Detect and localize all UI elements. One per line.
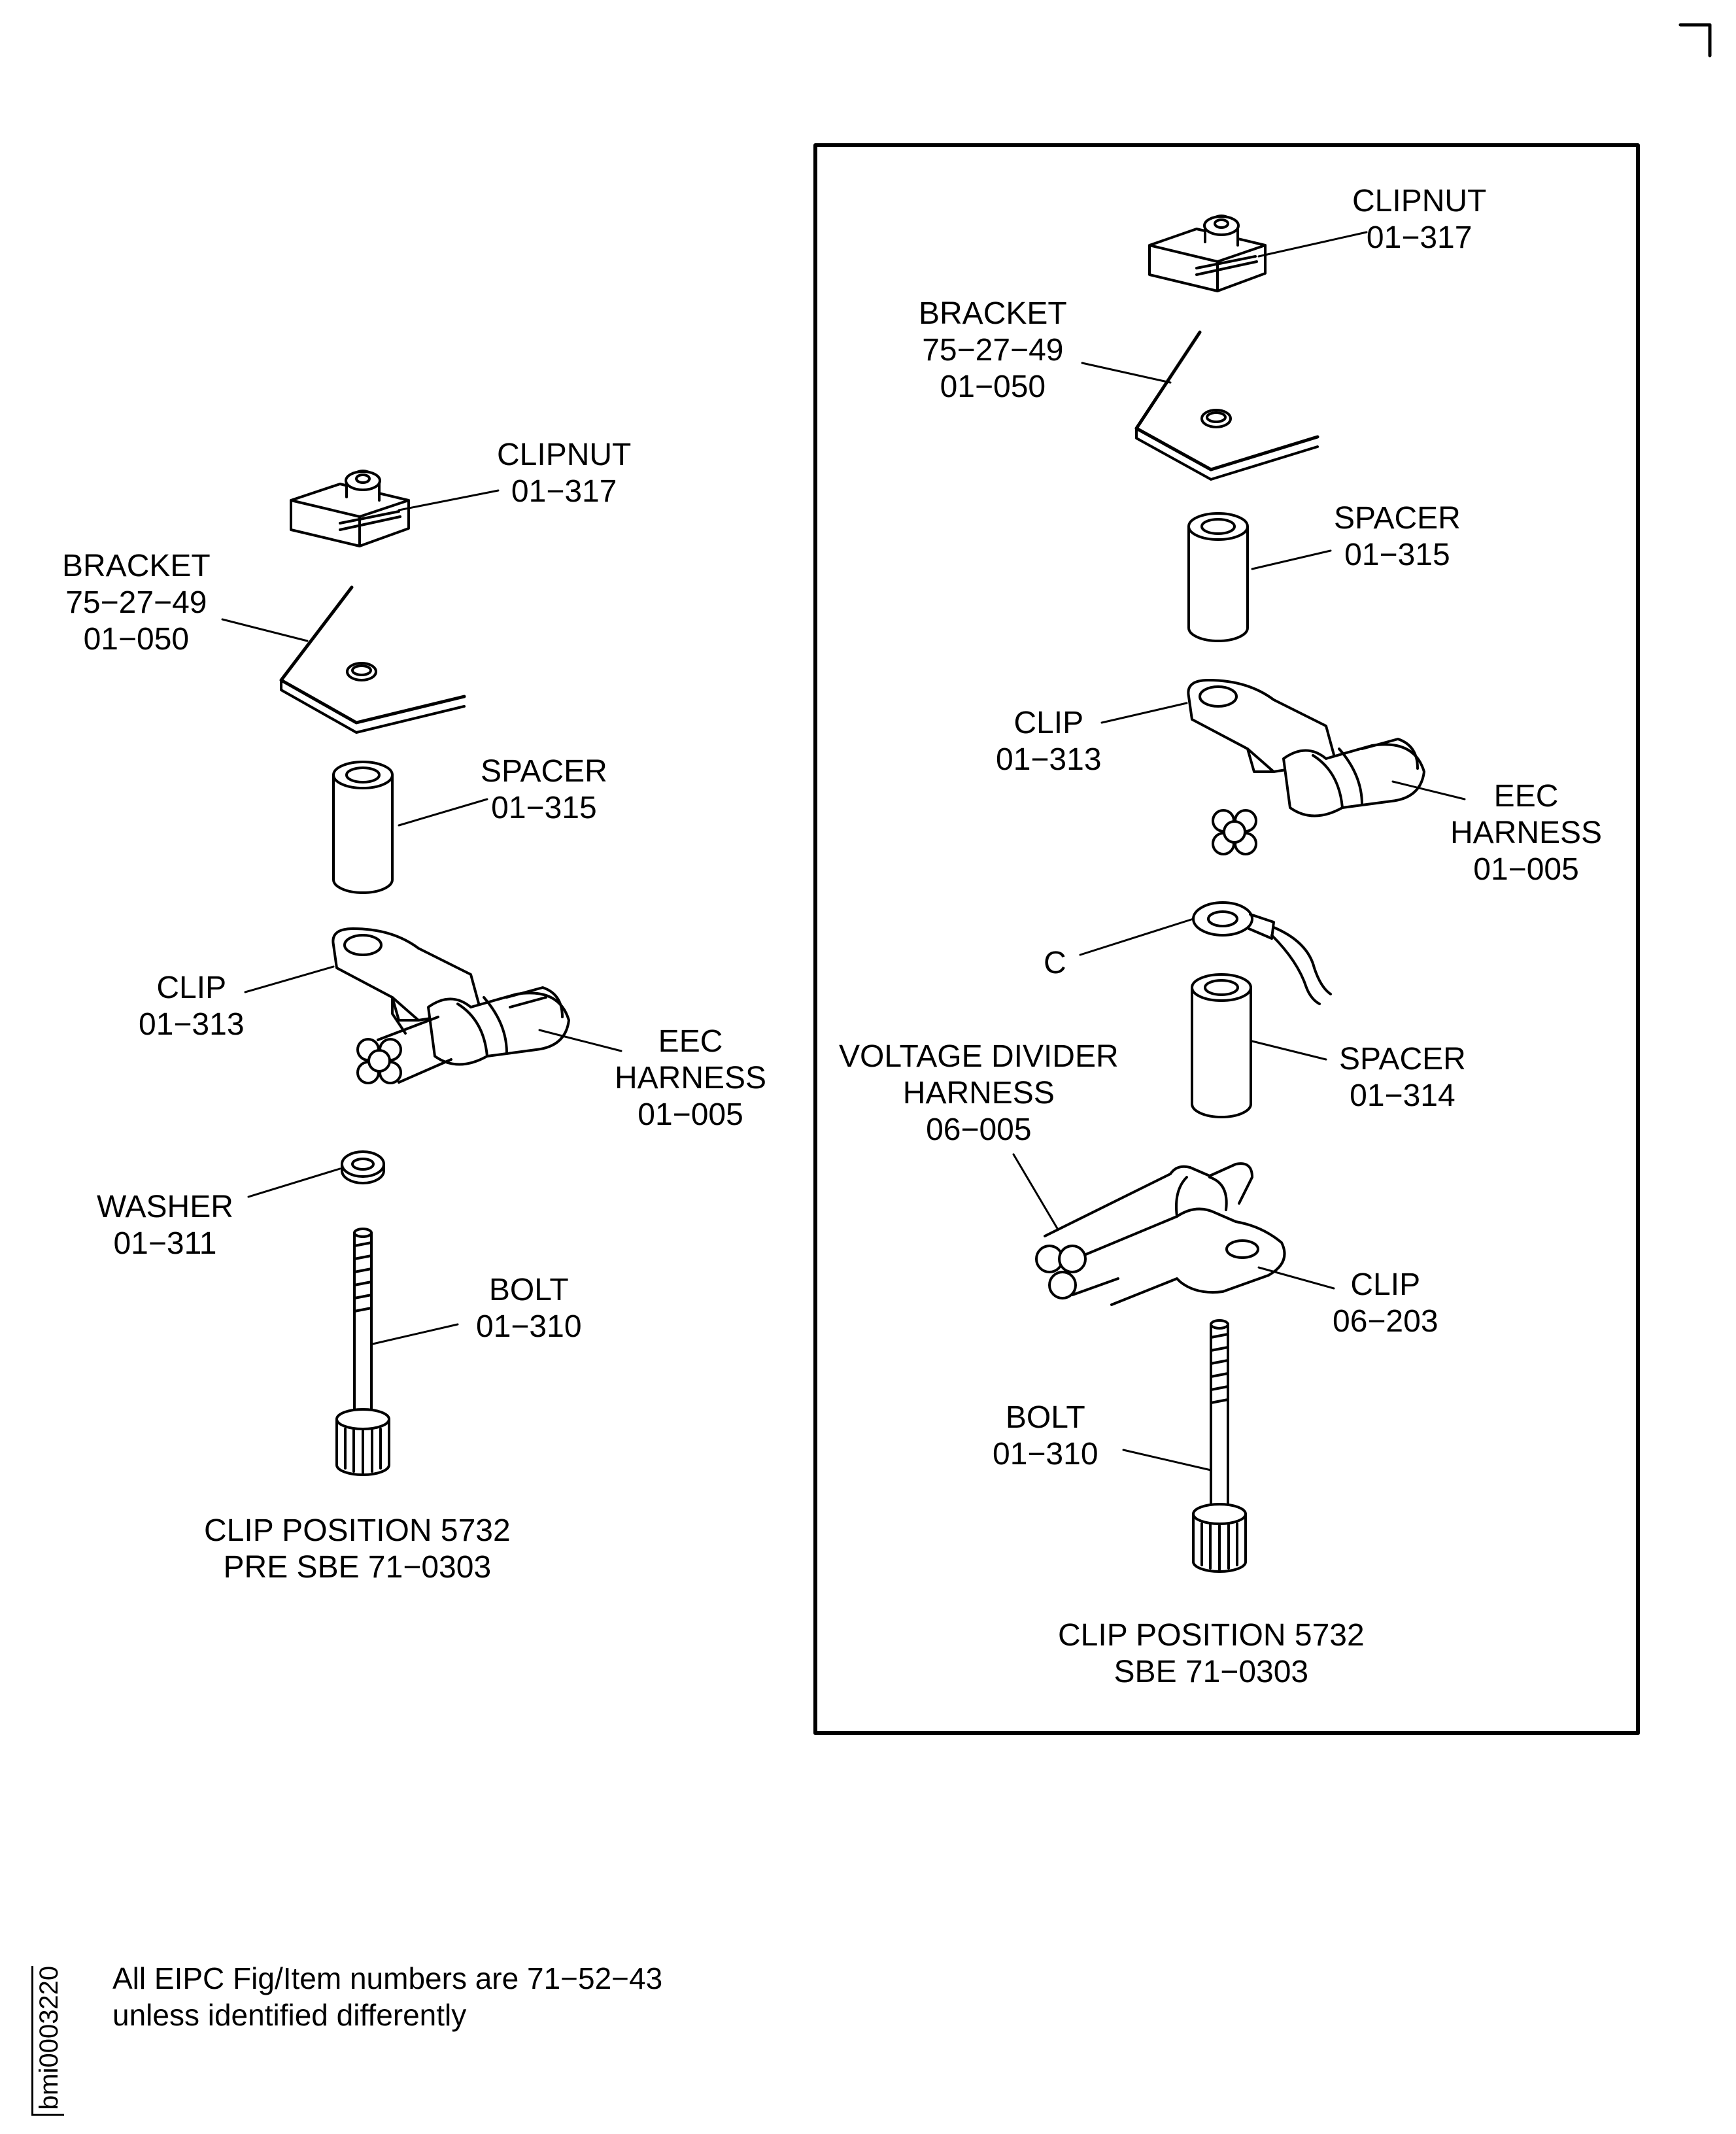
label-left-bracket: BRACKET 75−27−49 01−050 [62, 548, 211, 658]
caption-text: CLIP POSITION 5732 [204, 1513, 511, 1548]
label-text: CLIPNUT [1352, 184, 1487, 218]
label-right-clip-lower: CLIP 06−203 [1333, 1267, 1438, 1340]
caption-left-pre-sbe: CLIP POSITION 5732 PRE SBE 71−0303 [204, 1513, 511, 1586]
right-voltage-harness-clip-part [1035, 1162, 1286, 1306]
label-right-spacer-upper: SPACER 01−315 [1334, 500, 1461, 574]
label-text: BOLT [1005, 1400, 1085, 1435]
label-right-clip-upper: CLIP 01−313 [996, 705, 1102, 778]
label-text: VOLTAGE DIVIDER [839, 1039, 1119, 1074]
label-text: CLIP [1013, 706, 1084, 740]
label-text: 01−050 [940, 370, 1046, 404]
label-text: SPACER [1334, 501, 1461, 536]
label-text: 01−050 [83, 622, 190, 657]
label-text: SPACER [1339, 1042, 1466, 1076]
label-text: 01−310 [993, 1437, 1098, 1471]
label-right-bracket: BRACKET 75−27−49 01−050 [919, 296, 1067, 405]
label-text: SPACER [481, 754, 607, 789]
label-text: BRACKET [62, 549, 211, 583]
footnote-line: All EIPC Fig/Item numbers are 71−52−43 [112, 1961, 663, 1995]
label-right-harness: EEC HARNESS 01−005 [1450, 778, 1602, 888]
label-text: HARNESS [615, 1061, 767, 1095]
figure-id: bmi0003220 [31, 1965, 64, 2116]
right-bracket-part [1134, 330, 1319, 481]
label-text: 01−317 [511, 474, 617, 509]
corner-mark [1678, 23, 1712, 58]
caption-text: CLIP POSITION 5732 [1058, 1618, 1365, 1653]
label-right-clipnut: CLIPNUT 01−317 [1352, 183, 1486, 256]
left-leaders [221, 489, 622, 1345]
label-text: 01−314 [1350, 1078, 1455, 1113]
label-text: EEC [1493, 779, 1559, 814]
left-bolt-part [335, 1228, 390, 1476]
label-text: HARNESS [902, 1076, 1055, 1110]
label-text: CLIP [1350, 1267, 1421, 1302]
label-left-clipnut: CLIPNUT 01−317 [497, 437, 631, 510]
label-text: WASHER [97, 1190, 233, 1224]
label-text: CLIPNUT [497, 438, 632, 472]
footnote: All EIPC Fig/Item numbers are 71−52−43 u… [112, 1960, 662, 2033]
left-clipnut-part [290, 470, 410, 547]
caption-text: SBE 71−0303 [1114, 1655, 1309, 1689]
label-right-bolt: BOLT 01−310 [993, 1400, 1098, 1473]
footnote-line: unless identified differently [112, 1998, 467, 2032]
label-text: 01−315 [1344, 538, 1450, 572]
left-bracket-part [279, 585, 466, 734]
label-text: EEC [658, 1024, 723, 1059]
right-leaders [1012, 231, 1466, 1471]
caption-text: PRE SBE 71−0303 [223, 1550, 492, 1585]
label-text: 01−311 [113, 1226, 217, 1261]
label-text: 01−005 [1473, 852, 1579, 887]
label-right-voltage-harness: VOLTAGE DIVIDER HARNESS 06−005 [839, 1039, 1119, 1148]
label-left-bolt: BOLT 01−310 [476, 1272, 582, 1345]
label-right-spacer-lower: SPACER 01−314 [1339, 1041, 1466, 1114]
label-text: 75−27−49 [922, 333, 1064, 368]
label-text: 01−310 [476, 1309, 582, 1344]
left-clip-part [332, 927, 570, 1084]
label-left-washer: WASHER 01−311 [97, 1189, 233, 1262]
caption-right-sbe: CLIP POSITION 5732 SBE 71−0303 [1058, 1617, 1365, 1691]
label-text: 06−005 [926, 1112, 1032, 1147]
label-left-harness: EEC HARNESS 01−005 [615, 1024, 766, 1133]
label-text: C [1044, 946, 1066, 980]
right-bolt-part [1192, 1319, 1247, 1573]
label-text: 01−317 [1366, 220, 1472, 255]
label-text: BRACKET [919, 296, 1067, 331]
sbe-frame [813, 143, 1640, 1735]
right-spacer-upper-part [1187, 512, 1249, 642]
right-spacer-lower-part [1191, 973, 1252, 1118]
label-text: 01−005 [638, 1097, 743, 1132]
label-text: 01−315 [491, 791, 597, 825]
label-right-terminal: C [1044, 945, 1066, 982]
label-text: 01−313 [996, 742, 1102, 777]
label-text: HARNESS [1450, 816, 1603, 850]
label-left-clip: CLIP 01−313 [139, 970, 245, 1043]
label-text: 75−27−49 [65, 585, 207, 620]
right-clipnut-part [1148, 215, 1267, 292]
label-text: CLIP [156, 971, 227, 1005]
label-text: 01−313 [139, 1007, 245, 1042]
left-washer-part [341, 1150, 385, 1184]
label-text: BOLT [488, 1273, 569, 1307]
label-text: 06−203 [1333, 1304, 1438, 1339]
left-spacer-part [332, 761, 394, 894]
right-clip-upper-part [1187, 679, 1425, 855]
label-left-spacer: SPACER 01−315 [481, 753, 607, 827]
